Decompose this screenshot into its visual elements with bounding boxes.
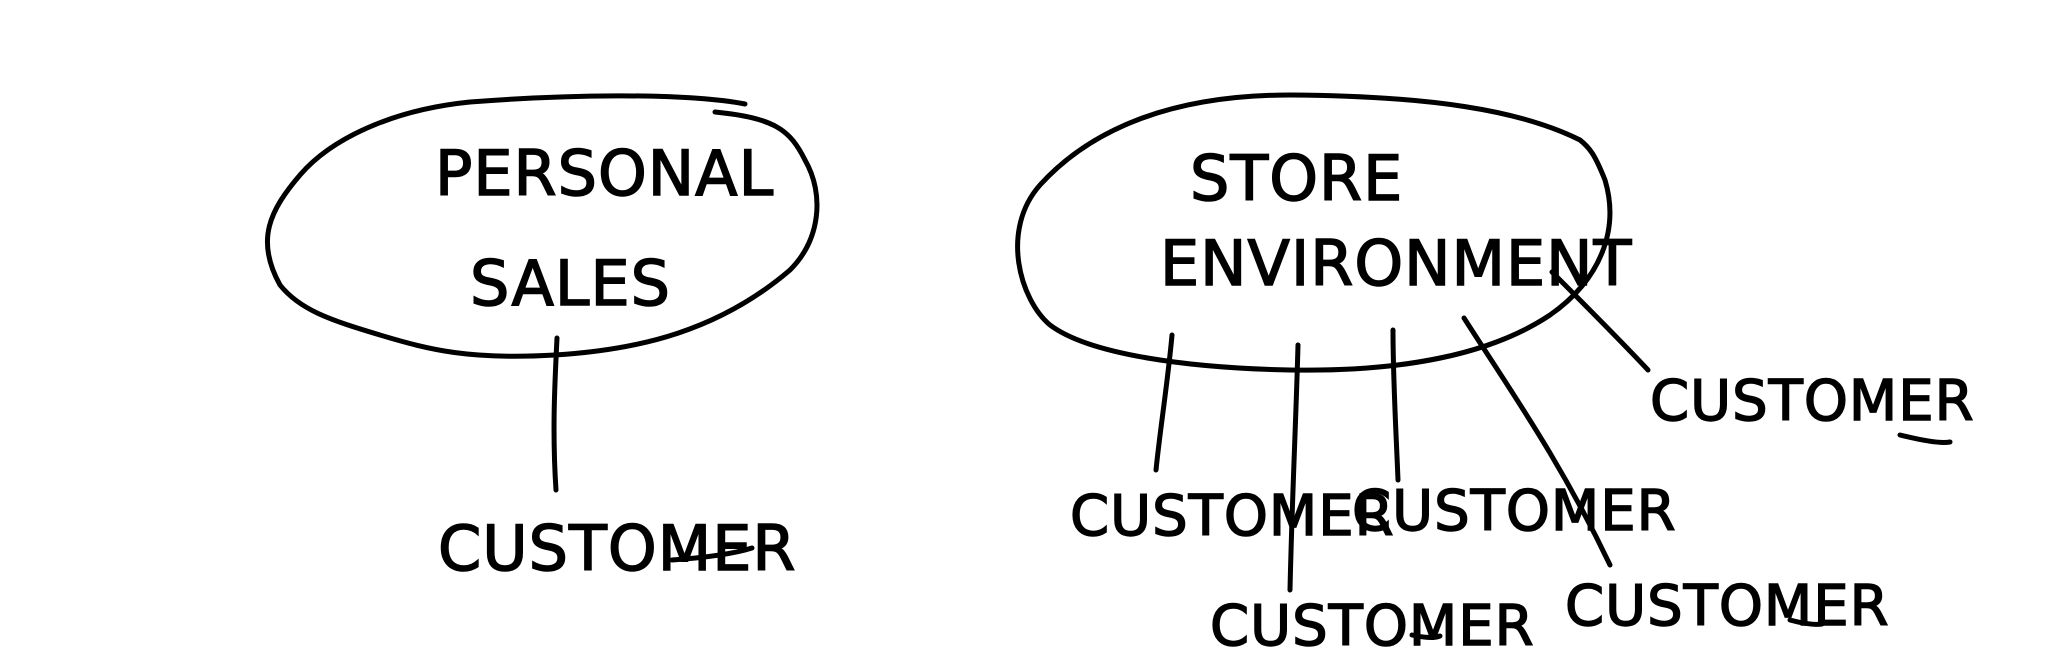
connector-line-1	[1153, 332, 1175, 473]
customer-label: CUSTOMER	[1352, 479, 1677, 544]
personal-sales-label-line2: SALES	[470, 247, 671, 320]
store-environment-ellipse	[1015, 92, 1613, 373]
connector-line-4	[1461, 315, 1613, 568]
customer-underline-swoosh	[1409, 632, 1443, 640]
customer-underline-swoosh	[1787, 617, 1825, 627]
customer-label: CUSTOMER	[1565, 574, 1890, 639]
store-environment-diagram: STORE ENVIRONMENT CUSTOMER CUSTOMER CUST…	[1015, 92, 1975, 660]
customer-label: CUSTOMER	[1070, 484, 1395, 549]
customer-underline-swoosh	[669, 545, 755, 563]
connector-line-2	[1287, 342, 1301, 593]
personal-sales-ellipse	[264, 93, 820, 359]
personal-sales-diagram: PERSONAL SALES CUSTOMER	[264, 93, 820, 586]
personal-sales-connector	[551, 335, 560, 493]
connector-line-5	[1549, 269, 1651, 373]
connector-line-3	[1390, 327, 1401, 483]
store-environment-label-line1: STORE	[1190, 142, 1403, 215]
customer-label: CUSTOMER	[1650, 369, 1975, 434]
store-environment-label-line2: ENVIRONMENT	[1160, 227, 1633, 300]
personal-sales-label-line1: PERSONAL	[435, 137, 774, 210]
customer-label: CUSTOMER	[438, 512, 796, 585]
customer-label: CUSTOMER	[1210, 594, 1535, 659]
customer-underline-swoosh	[1897, 432, 1953, 445]
